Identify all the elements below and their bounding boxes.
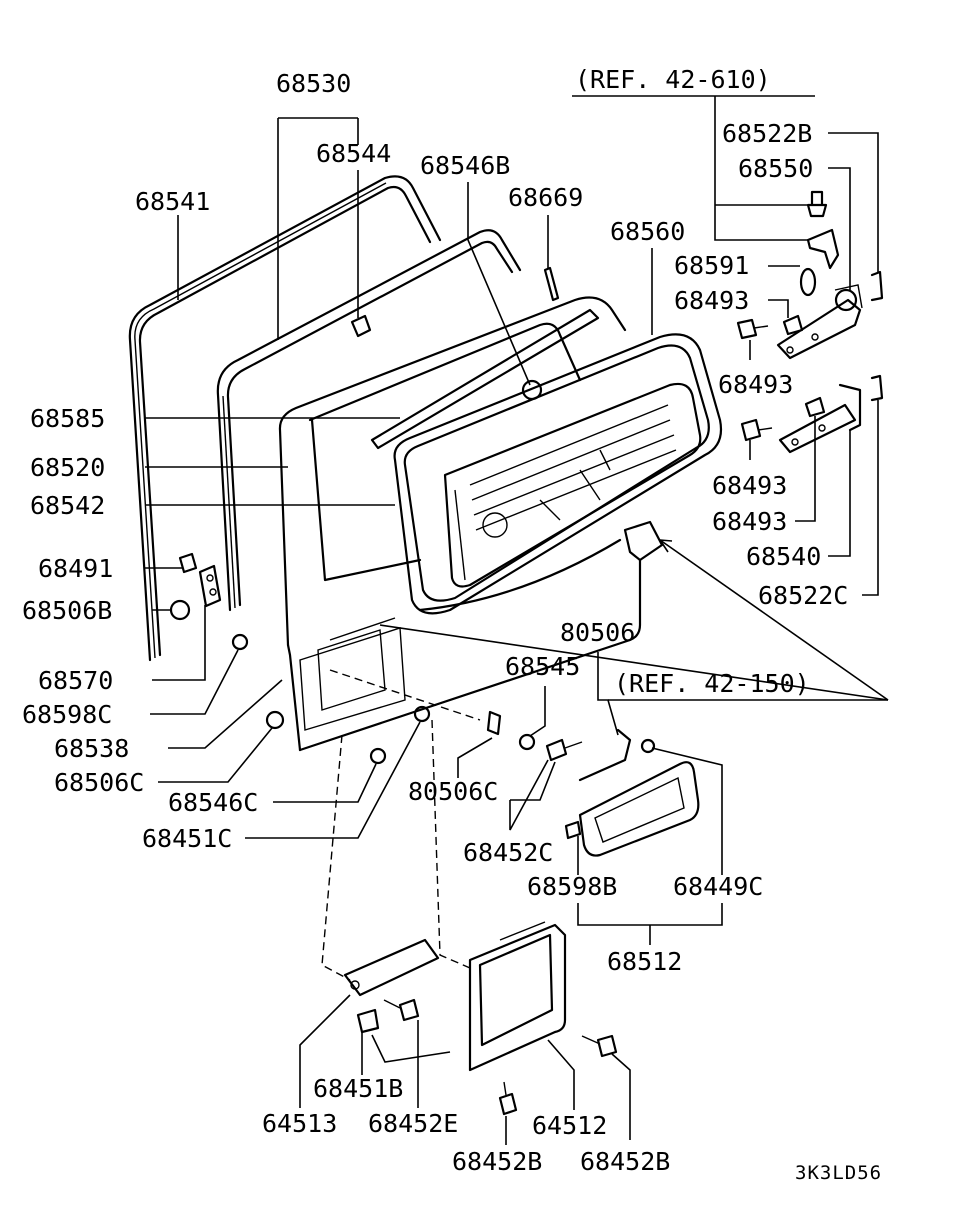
bumper-68491 [178,552,198,574]
bolt-68522B-top [806,190,828,218]
rod-80506 [578,728,632,782]
label-68522C: 68522C [758,581,848,610]
bracket-64513 [343,938,440,997]
label-68540: 68540 [746,542,821,571]
cap-68546C [369,747,387,765]
drawing-code: 3K3LD56 [795,1162,882,1184]
bumper-68506C [265,710,285,730]
label-68538: 68538 [54,734,129,763]
clip-68598C [231,633,249,651]
label-68522B: 68522B [722,119,812,148]
label-68452E: 68452E [368,1109,458,1138]
label-68520: 68520 [30,453,105,482]
label-68493-a: 68493 [674,286,749,315]
label-68452C: 68452C [463,838,553,867]
label-68530: 68530 [276,69,351,98]
label-68542: 68542 [30,491,105,520]
label-80506C: 80506C [408,777,498,806]
label-68598C: 68598C [22,700,112,729]
hinge-lower-68540 [778,383,862,454]
bolt-68493-1 [736,318,769,340]
label-68570: 68570 [38,666,113,695]
clip-68544 [350,314,372,338]
label-68550: 68550 [738,154,813,183]
label-80506: 80506 [560,618,635,647]
glass-frame-68560 [393,333,723,615]
screw-68452C [545,738,583,762]
label-68449C: 68449C [673,872,763,901]
label-68493-b: 68493 [718,370,793,399]
label-68541: 68541 [135,187,210,216]
label-68491: 68491 [38,554,113,583]
leader-lines [145,95,889,1145]
door-glass-68542 [443,382,702,588]
weatherstrip-68541 [128,175,442,662]
label-68598B: 68598B [527,872,617,901]
nut-68493-2 [782,314,804,336]
hinge-pin-68522C [870,374,884,402]
label-68546C: 68546C [168,788,258,817]
label-68506B: 68506B [22,596,112,625]
label-68669: 68669 [508,183,583,212]
ref-label-42-150: (REF. 42-150) [614,669,810,698]
clip-68449C [640,738,656,754]
ref-label-42-610: (REF. 42-610) [575,65,771,94]
bracket-ref-42-610 [806,228,840,270]
door-panel-outer-68530 [216,229,522,612]
bracket-68570 [198,564,222,608]
weatherstrip-68585 [370,308,600,450]
bumper-68506B [169,599,191,621]
label-68451B: 68451B [313,1074,403,1103]
label-68452B-a: 68452B [452,1147,542,1176]
label-68591: 68591 [674,251,749,280]
hinge-upper-68550 [776,284,863,360]
label-68546B: 68546B [420,151,510,180]
hinge-pin-68522B [870,270,884,302]
label-68506C: 68506C [54,768,144,797]
label-68493-d: 68493 [712,507,787,536]
bumper-68546B [521,379,543,401]
bolt-68493-3 [740,418,773,442]
label-68452B-b: 68452B [580,1147,670,1176]
label-64513: 64513 [262,1109,337,1138]
label-68560: 68560 [610,217,685,246]
latch-bracket [623,520,664,562]
cover-68591 [799,267,817,297]
label-68545: 68545 [505,652,580,681]
screw-68452B-a [498,1081,518,1116]
clip-80506C [486,710,502,736]
part-labels: (REF. 42-610) 68530 68544 68546B 68669 6… [22,65,882,1184]
label-68451C: 68451C [142,824,232,853]
label-68585: 68585 [30,404,105,433]
screw-68452E [383,998,420,1022]
clip-68545 [518,733,536,751]
screw-68452B-b [581,1034,618,1058]
clip-68598B [564,820,582,840]
door-inner-panel-68520 [278,296,642,752]
label-68544: 68544 [316,139,391,168]
trim-panel-64512 [468,921,567,1072]
grommet-68451C [413,705,431,723]
label-68493-c: 68493 [712,471,787,500]
label-68512: 68512 [607,947,682,976]
nut-68493-4 [804,396,826,418]
label-64512: 64512 [532,1111,607,1140]
handle-68512 [578,761,700,857]
clip-68451B [356,1008,380,1034]
rubber-strip-68669 [543,266,560,302]
